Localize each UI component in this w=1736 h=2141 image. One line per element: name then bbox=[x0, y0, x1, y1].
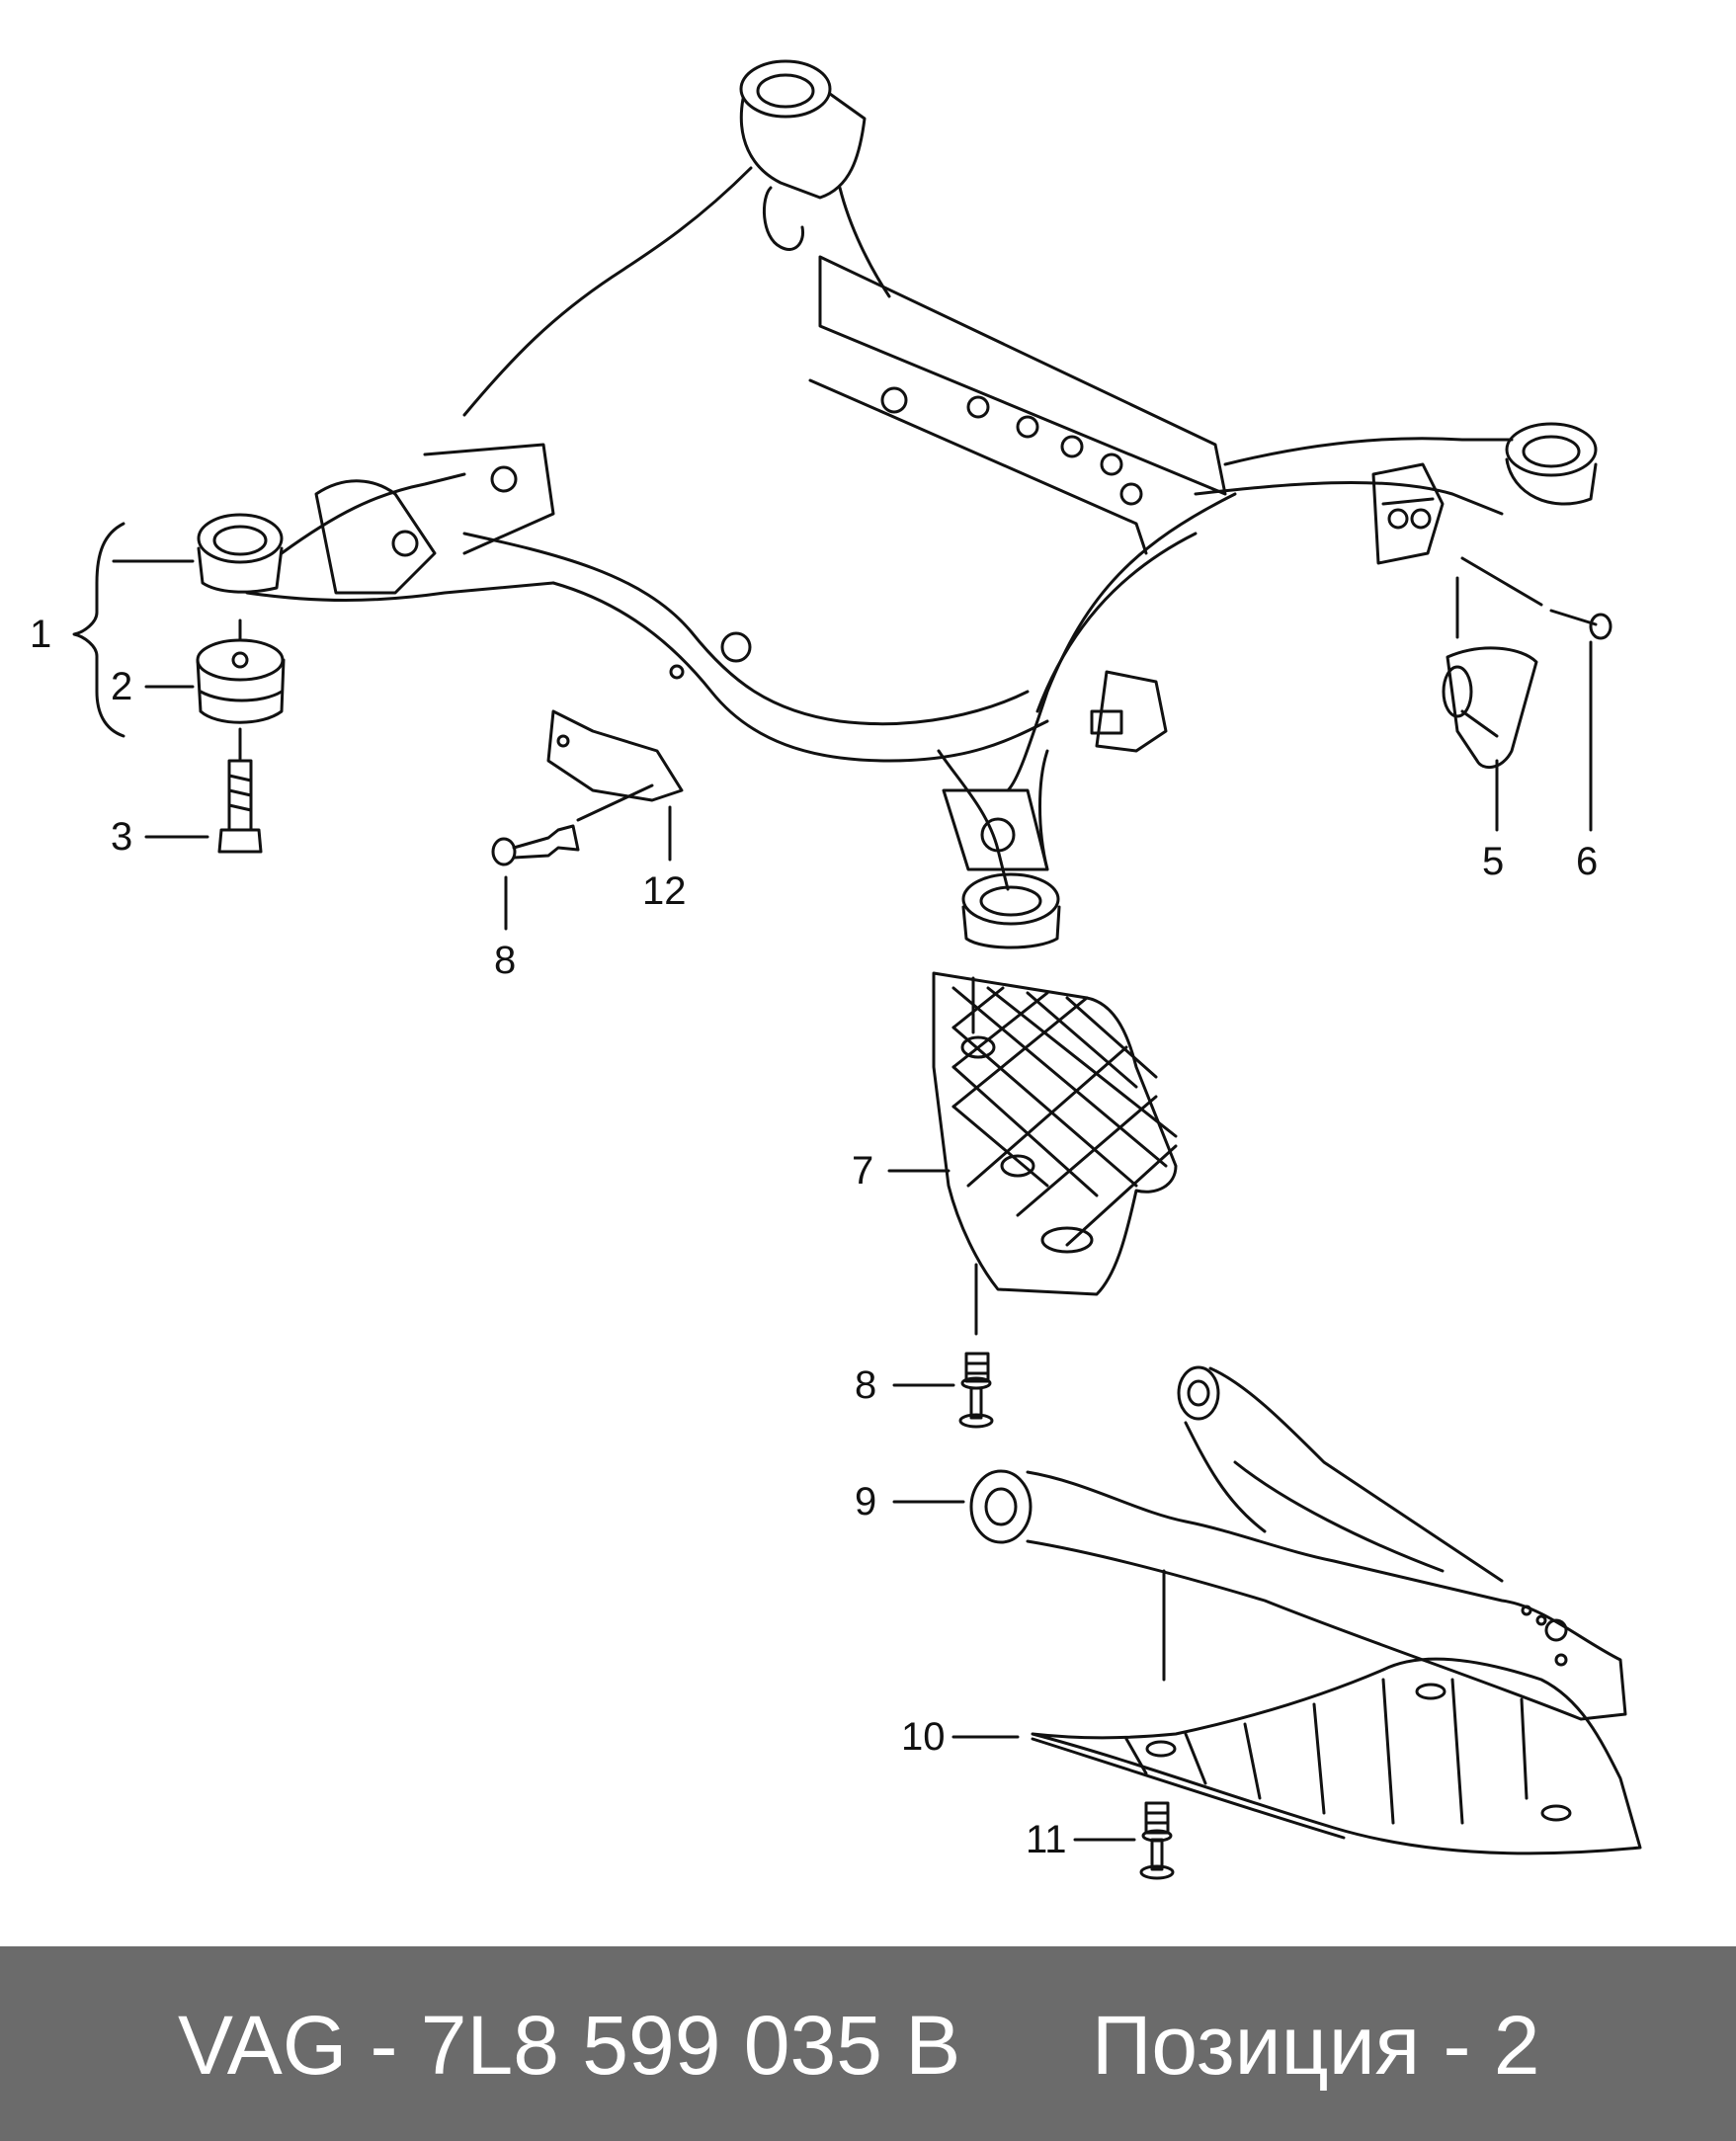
clip-part-11 bbox=[1139, 1801, 1175, 1880]
bushing-part-2 bbox=[196, 638, 286, 724]
position-label: Позиция - 2 bbox=[1092, 1999, 1540, 2092]
screw-part-6 bbox=[1549, 609, 1612, 640]
callout-8-lower: 8 bbox=[855, 1363, 876, 1407]
bolt-part-3 bbox=[217, 759, 263, 854]
callout-12: 12 bbox=[642, 869, 687, 913]
callout-10: 10 bbox=[901, 1715, 946, 1759]
rivet-part-8-upper bbox=[491, 824, 580, 866]
part-number: VAG - 7L8 599 035 B bbox=[178, 1999, 961, 2092]
cover-part-10 bbox=[1031, 1657, 1642, 1855]
bracket-part-5 bbox=[1442, 646, 1538, 770]
clip-part-8-lower bbox=[958, 1352, 994, 1429]
footer-bar: VAG - 7L8 599 035 B Позиция - 2 bbox=[0, 1946, 1736, 2141]
shield-part-7 bbox=[932, 971, 1178, 1296]
callout-1: 1 bbox=[30, 613, 51, 656]
callout-2: 2 bbox=[111, 665, 132, 708]
parts-diagram: 1 2 3 8 12 5 6 7 8 9 10 11 bbox=[30, 59, 1642, 1880]
callout-7: 7 bbox=[852, 1149, 873, 1193]
callout-3: 3 bbox=[111, 815, 132, 859]
callout-5: 5 bbox=[1482, 840, 1504, 883]
callout-6: 6 bbox=[1576, 840, 1598, 883]
subframe bbox=[197, 59, 1598, 949]
control-arm-part-9 bbox=[969, 1365, 1627, 1721]
callout-8-upper: 8 bbox=[494, 939, 516, 982]
callout-11: 11 bbox=[1026, 1818, 1067, 1861]
callout-9: 9 bbox=[855, 1480, 876, 1523]
leader-lines bbox=[72, 522, 1593, 1842]
